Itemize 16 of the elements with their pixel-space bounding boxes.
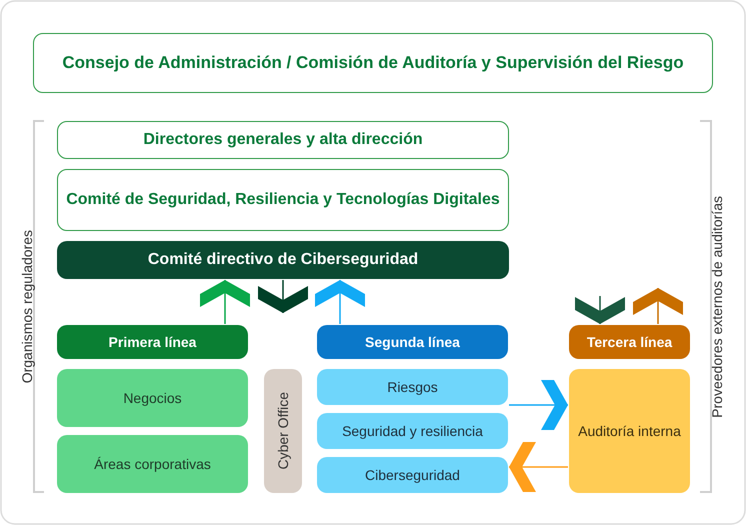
process-box: Auditoría interna: [569, 369, 690, 493]
process-box: Comité directivo de Ciberseguridad: [57, 241, 509, 279]
process-box: Áreas corporativas: [57, 435, 248, 493]
process-box: Seguridad y resiliencia: [317, 413, 508, 449]
column-header: Primera línea: [57, 325, 248, 359]
column-header: Tercera línea: [569, 325, 690, 359]
process-box: Directores generales y alta dirección: [57, 121, 509, 159]
process-box: Comité de Seguridad, Resiliencia y Tecnologías Digitales: [57, 169, 509, 231]
process-box: Negocios: [57, 369, 248, 427]
header-box: Consejo de Administración / Comisión de Auditoría y Supervisión del Riesgo: [33, 33, 713, 93]
process-box: Riesgos: [317, 369, 508, 405]
side-label: Proveedores externos de auditorías: [709, 196, 725, 418]
side-label: Organismos reguladores: [19, 230, 35, 384]
process-box: Ciberseguridad: [317, 457, 508, 493]
column-header: Segunda línea: [317, 325, 508, 359]
process-box: Cyber Office: [264, 369, 302, 493]
